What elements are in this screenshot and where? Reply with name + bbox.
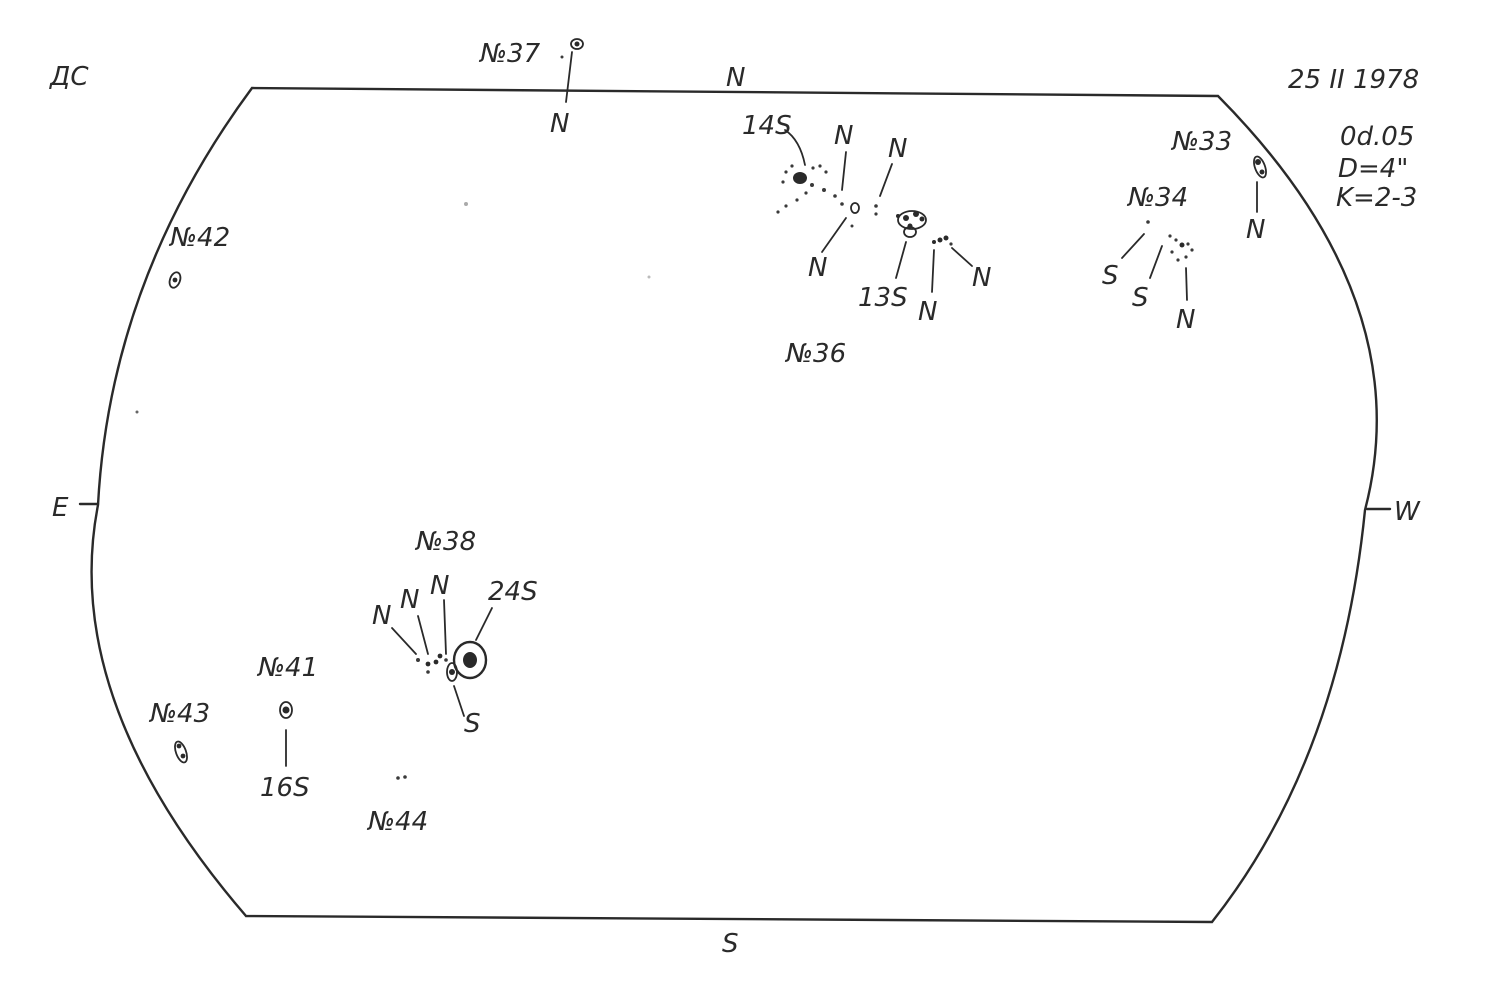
group-42-spot [168, 271, 182, 289]
group-36-follower-cluster [897, 210, 927, 230]
compass-west: W [1394, 497, 1421, 527]
group-44: №44 [366, 775, 428, 837]
observation-date: 25 II 1978 [1288, 65, 1419, 95]
group-38-polarity-0: N [372, 601, 391, 631]
group-36-polarity-6: N [972, 263, 991, 293]
group-37: №37 N [478, 38, 584, 139]
group-42: №42 [168, 223, 230, 289]
group-36-label: №36 [784, 339, 846, 369]
group-44-spot [396, 776, 400, 780]
group-38-polarity-1: N [400, 585, 419, 615]
observation-time: 0d.05 [1340, 122, 1414, 152]
group-33: №33 N [1170, 127, 1267, 245]
group-33-spot [1253, 155, 1267, 179]
group-34-label: №34 [1126, 183, 1188, 213]
group-38-polarity-2: N [430, 571, 449, 601]
group-34-polarity-2: N [1176, 305, 1195, 335]
group-38-label: №38 [414, 527, 476, 557]
group-43-spot [174, 740, 188, 764]
group-41-label: №41 [256, 653, 318, 683]
group-37-label: №37 [478, 39, 541, 69]
group-36-leader-spot [793, 172, 807, 184]
group-38-polarity-4: S [464, 709, 481, 739]
group-38-leader-penumbra [452, 640, 488, 680]
solar-disk-outline [90, 86, 1378, 924]
paper-speck [647, 275, 651, 279]
group-36-polarity-5: N [918, 297, 937, 327]
group-38-polarity-3: 24S [488, 577, 538, 607]
group-33-label: №33 [1170, 127, 1232, 157]
observer-mark: ДС [49, 62, 89, 92]
group-36-polarity-1: N [834, 121, 853, 151]
group-38-leader-umbra [463, 652, 477, 668]
instrument-diameter: D=4" [1338, 154, 1408, 184]
group-43-label: №43 [148, 699, 210, 729]
group-41-spot [279, 701, 293, 719]
seeing-quality: K=2-3 [1336, 183, 1417, 213]
group-33-polarity-0: N [1246, 215, 1265, 245]
compass-north: N [726, 63, 745, 93]
compass-south: S [722, 929, 739, 959]
group-37-spot [570, 38, 584, 50]
group-44-label: №44 [366, 807, 428, 837]
group-43: №43 [148, 699, 210, 764]
group-34-polarity-1: S [1132, 283, 1149, 313]
group-34: №34 S S N [1102, 183, 1195, 335]
group-41-polarity-0: 16S [260, 773, 310, 803]
group-34-spot [1179, 242, 1185, 248]
group-36-polarity-4: 13S [858, 283, 908, 313]
group-41: №41 16S [256, 653, 318, 803]
group-36-polarity-3: N [808, 253, 827, 283]
group-42-label: №42 [168, 223, 230, 253]
paper-speck [464, 202, 468, 206]
group-36-polarity-0: 14S [742, 111, 792, 141]
group-34-polarity-0: S [1102, 261, 1119, 291]
group-36: №36 14S N N N [742, 111, 991, 369]
group-38: №38 N N N 24S S [372, 527, 538, 739]
paper-speck [135, 410, 139, 414]
group-37-polarity-0: N [550, 109, 569, 139]
group-36-polarity-2: N [888, 134, 907, 164]
compass-east: E [52, 493, 69, 523]
